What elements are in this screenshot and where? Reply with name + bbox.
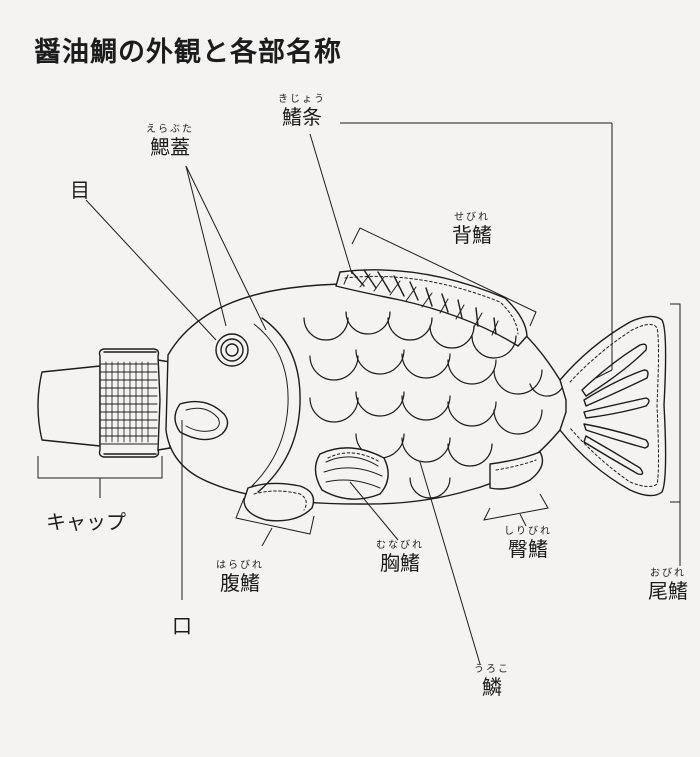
label-munabire: むなびれ 胸鰭 [376, 540, 424, 575]
label-uroko: うろこ 鱗 [474, 664, 510, 699]
leader-lines [37, 122, 681, 665]
cap-shape [37, 348, 171, 458]
mouth-shape [174, 400, 229, 441]
label-me: 目 [70, 178, 90, 202]
eye-shape [215, 333, 249, 367]
page-title: 醤油鯛の外観と各部名称 [34, 37, 342, 68]
dorsal-fin-shape [335, 269, 528, 347]
label-cap: キャップ [46, 510, 126, 534]
tail-shape [559, 315, 667, 497]
label-obire: おびれ 尾鰭 [648, 568, 688, 603]
label-kuchi: 口 [172, 614, 192, 638]
pectoral-fin-shape [314, 447, 389, 500]
body-shape [165, 283, 567, 505]
label-kijou: きじょう 鰭条 [278, 94, 326, 129]
scales-shape [303, 311, 563, 499]
gill-cover-shape [257, 317, 301, 493]
label-sebire: せびれ 背鰭 [452, 212, 492, 247]
label-erabuta: えらぶた 鰓蓋 [146, 124, 194, 159]
anal-fin-shape [489, 451, 544, 490]
label-harabire: はらびれ 腹鰭 [216, 560, 264, 595]
pelvic-fin-shape [243, 482, 315, 522]
label-shiribire: しりびれ 臀鰭 [504, 526, 552, 561]
